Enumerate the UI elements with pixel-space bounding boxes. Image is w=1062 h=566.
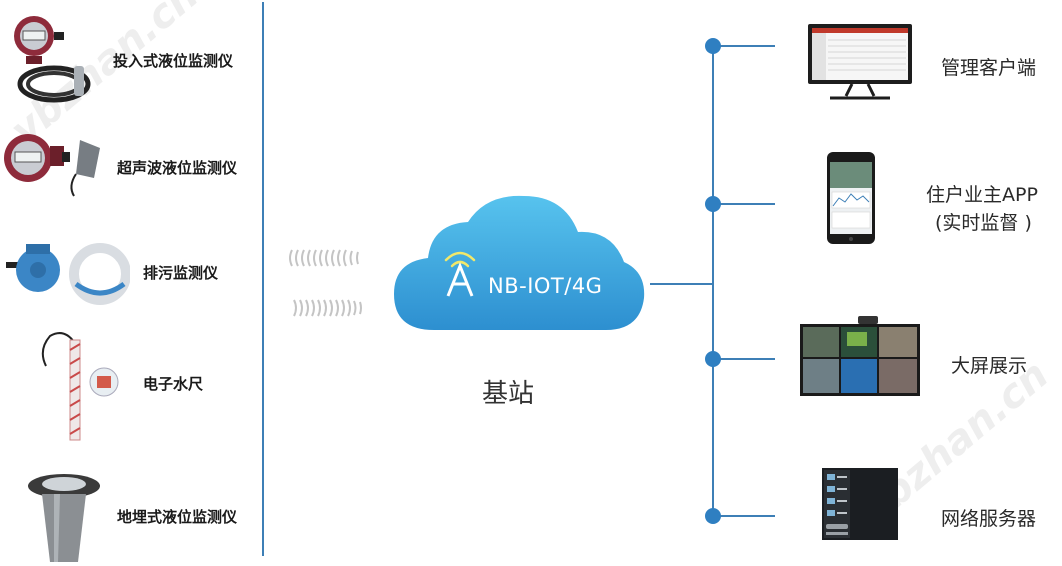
signal-wave-icon: [289, 249, 362, 317]
node-dot: [705, 508, 721, 524]
output-label: (实时监督 ): [935, 212, 1032, 234]
trunk-line: [712, 45, 714, 516]
cloud-icon: [394, 195, 645, 330]
output-label: 大屏展示: [951, 355, 1028, 377]
node-dot: [705, 38, 721, 54]
ultrasonic-level-meter-icon: [4, 134, 100, 197]
node-dot: [705, 351, 721, 367]
server-rack-icon: [822, 468, 898, 540]
branch-line: [713, 358, 775, 360]
base-station-label: 基站: [482, 379, 535, 409]
branch-line: [713, 45, 775, 47]
device-label: 电子水尺: [143, 375, 204, 393]
output-label: 网络服务器: [941, 508, 1037, 530]
connector-line: [650, 283, 713, 285]
device-label: 超声波液位监测仪: [117, 159, 238, 177]
monitor-icon: [808, 24, 912, 100]
smartphone-icon: [827, 152, 875, 244]
video-wall-icon: [800, 316, 920, 396]
divider-line: [262, 2, 264, 556]
electronic-water-gauge-icon: [41, 332, 119, 441]
node-dot: [705, 196, 721, 212]
branch-line: [713, 515, 775, 517]
branch-line: [713, 203, 775, 205]
sewage-monitor-icon: [6, 243, 130, 305]
output-label: 住户业主APP: [926, 184, 1038, 206]
network-label: NB-IOT/4G: [488, 274, 603, 298]
device-label: 排污监测仪: [143, 264, 219, 282]
device-label: 投入式液位监测仪: [113, 52, 234, 70]
output-label: 管理客户端: [941, 57, 1037, 79]
submersible-level-meter-icon: [14, 16, 91, 103]
device-label: 地埋式液位监测仪: [117, 508, 238, 526]
buried-level-meter-icon: [28, 474, 100, 562]
